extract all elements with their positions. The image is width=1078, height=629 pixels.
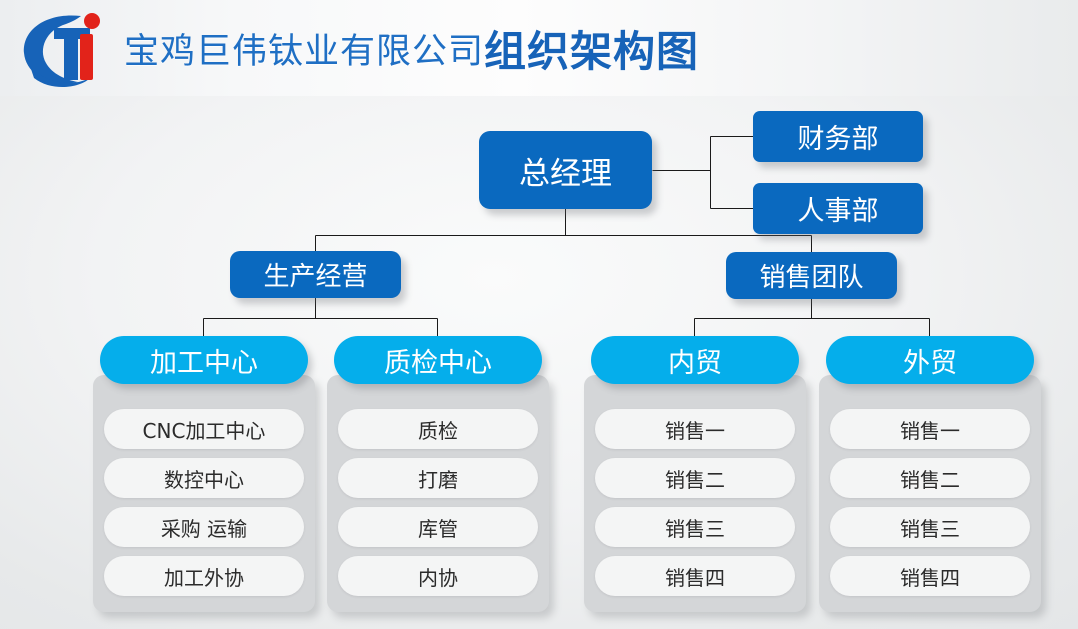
node-finance-department[interactable]: 财务部 — [753, 111, 923, 162]
list-item[interactable]: CNC加工中心 — [104, 409, 304, 449]
list-item[interactable]: 销售一 — [595, 409, 795, 449]
list-item[interactable]: 打磨 — [338, 458, 538, 498]
column-header-foreign-trade[interactable]: 外贸 — [826, 336, 1034, 384]
node-production-label: 生产经营 — [263, 262, 368, 292]
column-panel: 销售一 销售二 销售三 销售四 — [819, 375, 1041, 612]
node-finance-label: 财务部 — [797, 124, 879, 155]
list-item[interactable]: 采购 运输 — [104, 507, 304, 547]
list-item[interactable]: 质检 — [338, 409, 538, 449]
title-company-text: 宝鸡巨伟钛业有限公司 — [124, 31, 485, 72]
node-general-manager-label: 总经理 — [519, 155, 612, 192]
list-item[interactable]: 库管 — [338, 507, 538, 547]
column-panel: 质检 打磨 库管 内协 — [327, 375, 549, 612]
column-header-label: 内贸 — [668, 347, 722, 379]
column-panel: 销售一 销售二 销售三 销售四 — [584, 375, 806, 612]
node-production-division[interactable]: 生产经营 — [230, 251, 401, 298]
header-bar: 宝鸡巨伟钛业有限公司 组织架构图 — [0, 0, 1078, 96]
column-header-label: 加工中心 — [150, 347, 258, 379]
list-item[interactable]: 销售二 — [595, 458, 795, 498]
column-panel: CNC加工中心 数控中心 采购 运输 加工外协 — [93, 375, 315, 612]
node-sales-team-label: 销售团队 — [759, 263, 864, 293]
column-header-label: 外贸 — [903, 347, 957, 379]
column-header-quality-center[interactable]: 质检中心 — [334, 336, 542, 384]
list-item[interactable]: 加工外协 — [104, 556, 304, 596]
column-header-label: 质检中心 — [384, 347, 492, 379]
node-general-manager[interactable]: 总经理 — [479, 131, 652, 209]
list-item[interactable]: 销售二 — [830, 458, 1030, 498]
list-item[interactable]: 内协 — [338, 556, 538, 596]
list-item[interactable]: 数控中心 — [104, 458, 304, 498]
list-item[interactable]: 销售一 — [830, 409, 1030, 449]
node-hr-label: 人事部 — [797, 196, 879, 227]
node-hr-department[interactable]: 人事部 — [753, 183, 923, 234]
list-item[interactable]: 销售四 — [595, 556, 795, 596]
company-logo-icon — [23, 13, 100, 88]
list-item[interactable]: 销售三 — [830, 507, 1030, 547]
page-title: 宝鸡巨伟钛业有限公司 组织架构图 — [124, 12, 699, 84]
title-chart-text: 组织架构图 — [484, 26, 700, 76]
node-sales-division[interactable]: 销售团队 — [726, 252, 897, 299]
list-item[interactable]: 销售三 — [595, 507, 795, 547]
column-header-domestic-trade[interactable]: 内贸 — [591, 336, 799, 384]
list-item[interactable]: 销售四 — [830, 556, 1030, 596]
column-header-processing-center[interactable]: 加工中心 — [100, 336, 308, 384]
